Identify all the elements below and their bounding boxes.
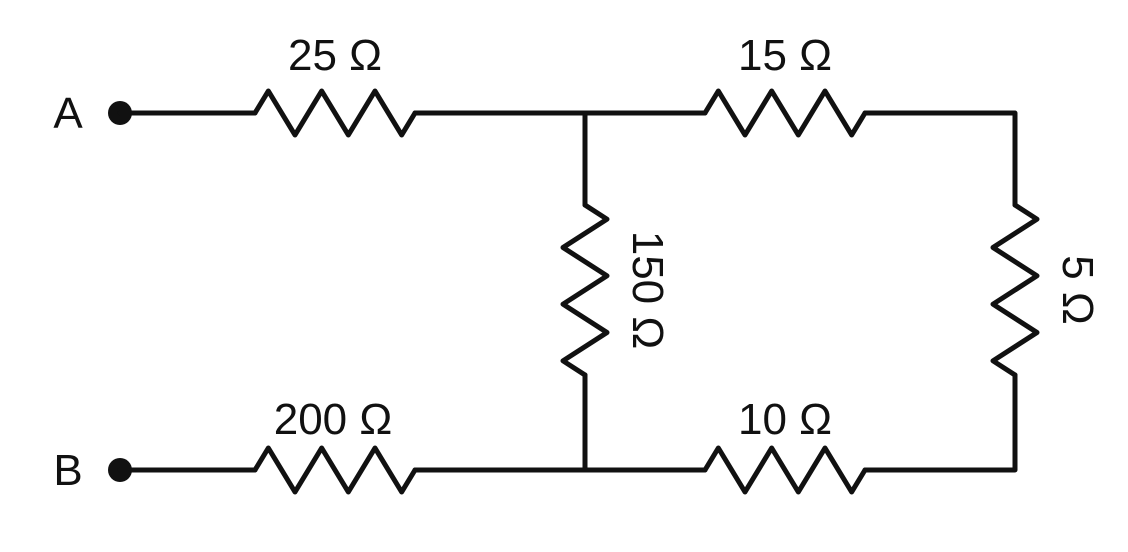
wire-top-right-corner <box>862 110 1018 208</box>
resistor-5-label: 5 Ω <box>1053 255 1102 325</box>
resistor-5-symbol <box>990 202 1040 378</box>
resistor-150-label: 150 Ω <box>623 231 672 350</box>
resistor-150-symbol <box>560 202 610 378</box>
resistor-200-symbol <box>252 445 418 495</box>
terminal-b-label: B <box>53 446 82 495</box>
terminal-a-label: A <box>53 89 83 138</box>
resistor-200-label: 200 Ω <box>274 395 393 444</box>
resistor-15-label: 15 Ω <box>738 31 832 80</box>
resistor-25-symbol <box>252 88 418 138</box>
wire-bottom-right-corner <box>862 372 1018 473</box>
resistor-10-label: 10 Ω <box>738 395 832 444</box>
resistor-25-label: 25 Ω <box>288 31 382 80</box>
resistor-15-symbol <box>702 88 868 138</box>
resistor-10-symbol <box>702 445 868 495</box>
